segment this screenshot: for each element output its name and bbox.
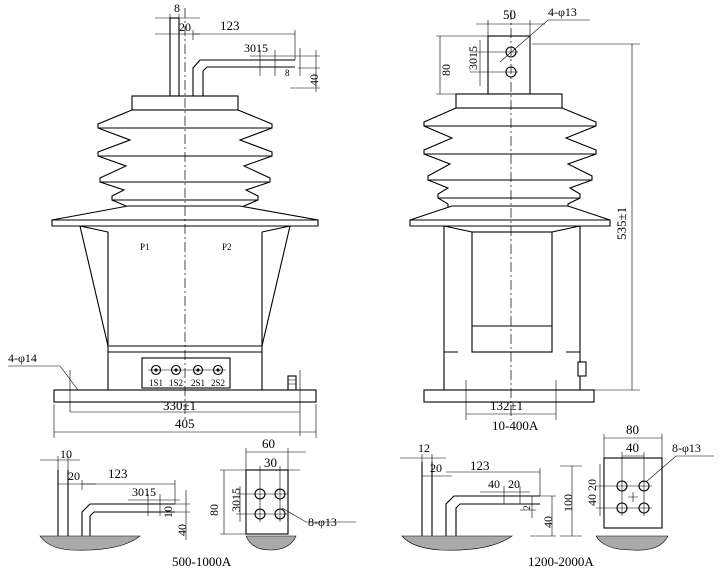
d1-dim-holes: 8-φ13: [308, 515, 337, 529]
d2-dim-80: 80: [626, 422, 639, 437]
d2-dimensions: [400, 454, 582, 537]
primary-bar: [169, 17, 180, 97]
d1-plate: [245, 469, 289, 535]
side-terminal-plate: [487, 35, 531, 95]
d2-dim-40: 40: [488, 477, 500, 491]
d1-dim-40: 40: [175, 524, 189, 536]
terminal-2s2: 2S2: [211, 378, 225, 388]
detail-500-1000: 10 20 123 3015 10 40 60 30 3015 80 8-φ13…: [39, 436, 356, 569]
side-base-plate: [423, 389, 595, 403]
d2-dim-123: 123: [470, 458, 490, 473]
dim-front-330: 330±1: [163, 398, 196, 413]
side-top-cap: [455, 93, 563, 109]
d1-bent-bar: [81, 503, 175, 536]
dim-front-3015: 3015: [244, 41, 268, 55]
d2-ground: [401, 535, 513, 551]
side-skirt: [409, 205, 611, 227]
primary-bent-bar: [192, 59, 295, 96]
detail-1200-2000: 12 20 123 40 20 2 40 100 80 40 40 20 8-φ…: [400, 422, 714, 569]
d1-dim-10b: 10: [161, 506, 175, 518]
d2-dim-40b: 40: [541, 516, 555, 528]
d1-plate-ground: [245, 535, 297, 551]
d2-dim-12: 12: [418, 441, 430, 455]
d1-dim-10: 10: [60, 447, 72, 461]
d1-dim-60: 60: [262, 436, 275, 451]
terminal-1s1: 1S1: [149, 378, 163, 388]
terminal-1s2: 1S2: [169, 378, 183, 388]
d2-dim-100: 100: [561, 494, 575, 512]
d1-dim-30: 30: [264, 455, 277, 470]
d2-dim-2: 2: [522, 506, 532, 511]
d2-dim-20: 20: [430, 461, 442, 475]
terminal-studs: [148, 364, 226, 376]
side-ground-bolt: [577, 361, 587, 377]
dim-front-holes: 4-φ14: [8, 351, 37, 365]
d2-bent-bar: [445, 495, 540, 536]
dim-side-132: 132±1: [490, 398, 523, 413]
d2-dim-20b: 20: [508, 477, 520, 491]
dim-front-20: 20: [179, 20, 191, 34]
side-housing: [443, 225, 581, 390]
front-dimensions: [8, 14, 320, 438]
d1-bar: [57, 470, 69, 536]
d2-dim-holes: 8-φ13: [672, 441, 701, 455]
d1-dimensions: [40, 456, 190, 540]
side-dimensions: [436, 19, 640, 420]
dim-front-405: 405: [175, 416, 195, 431]
d1-dim-3015: 3015: [132, 485, 156, 499]
secondary-terminal-box: [141, 357, 231, 389]
range-d2: 1200-2000A: [528, 554, 594, 569]
dim-front-123: 123: [220, 18, 240, 33]
dim-side-holes: 4-φ13: [548, 5, 577, 19]
d1-dim-123: 123: [108, 466, 128, 481]
dim-side-535: 535±1: [614, 207, 629, 240]
side-window: [471, 231, 553, 353]
front-view: P1 P2 1S1 1S2 2S1 2S2: [8, 1, 321, 438]
d1-dim-80: 80: [207, 504, 221, 516]
d1-dim-3015v: 3015: [229, 488, 243, 512]
dim-front-40: 40: [307, 74, 321, 86]
d2-plate-dimensions: [596, 434, 714, 516]
side-insulator-sheds: [423, 107, 597, 210]
dim-front-8: 8: [174, 1, 180, 15]
label-p1: P1: [140, 242, 150, 252]
dim-side-50: 50: [503, 7, 516, 22]
d2-dim-40c: 40: [626, 440, 639, 455]
d2-plate-ground: [595, 535, 669, 551]
ground-bolt: [287, 375, 297, 391]
terminal-2s1: 2S1: [191, 378, 205, 388]
d1-dim-20: 20: [68, 469, 80, 483]
d1-plate-dimensions: [220, 448, 356, 535]
d1-ground: [39, 535, 141, 551]
dim-side-3015: 3015: [466, 46, 480, 70]
side-view: 50 4-φ13 80 3015 535±1 132±1 10-400A: [409, 5, 640, 433]
range-main: 10-400A: [492, 418, 539, 433]
d2-dim-4020: 40 20: [585, 479, 599, 506]
dim-front-8b: 8: [285, 68, 290, 78]
range-d1: 500-1000A: [172, 554, 232, 569]
dim-side-80: 80: [439, 64, 453, 76]
label-p2: P2: [222, 242, 232, 252]
